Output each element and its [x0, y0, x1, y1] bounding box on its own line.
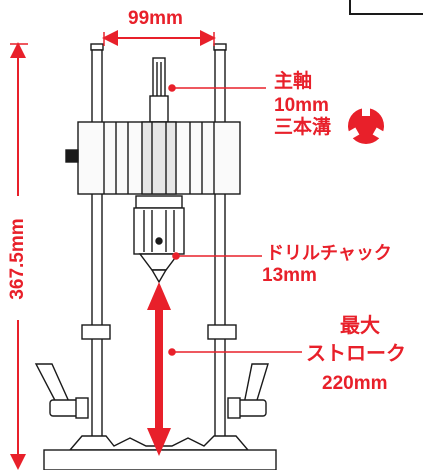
stroke-size: 220mm: [322, 373, 388, 394]
leader-lines: [168, 84, 302, 356]
three-groove-shaft-section-icon: [346, 106, 386, 144]
stroke-title-line2: ストローク: [306, 343, 406, 365]
carriage-block: [65, 121, 241, 195]
width-dimension-label: 99mm: [128, 8, 183, 29]
spindle-title: 主軸: [274, 71, 313, 92]
frame-corner: [349, 0, 423, 15]
left-post: [90, 43, 104, 449]
clamp-levers: [34, 363, 269, 419]
stroke-arrow: [147, 282, 171, 456]
right-post: [213, 43, 227, 449]
chuck-size: 13mm: [262, 265, 317, 286]
chuck-title: ドリルチャック: [266, 243, 392, 263]
drill-chuck: [133, 195, 185, 284]
stroke-title-line1: 最大: [340, 315, 380, 337]
spindle-size: 10mm: [274, 95, 329, 116]
spindle-type: 三本溝: [274, 117, 332, 138]
base: [43, 435, 277, 470]
spindle-shaft: [149, 57, 169, 123]
height-dimension-label: 367.5mm: [7, 218, 28, 300]
post-collars: [81, 324, 237, 340]
